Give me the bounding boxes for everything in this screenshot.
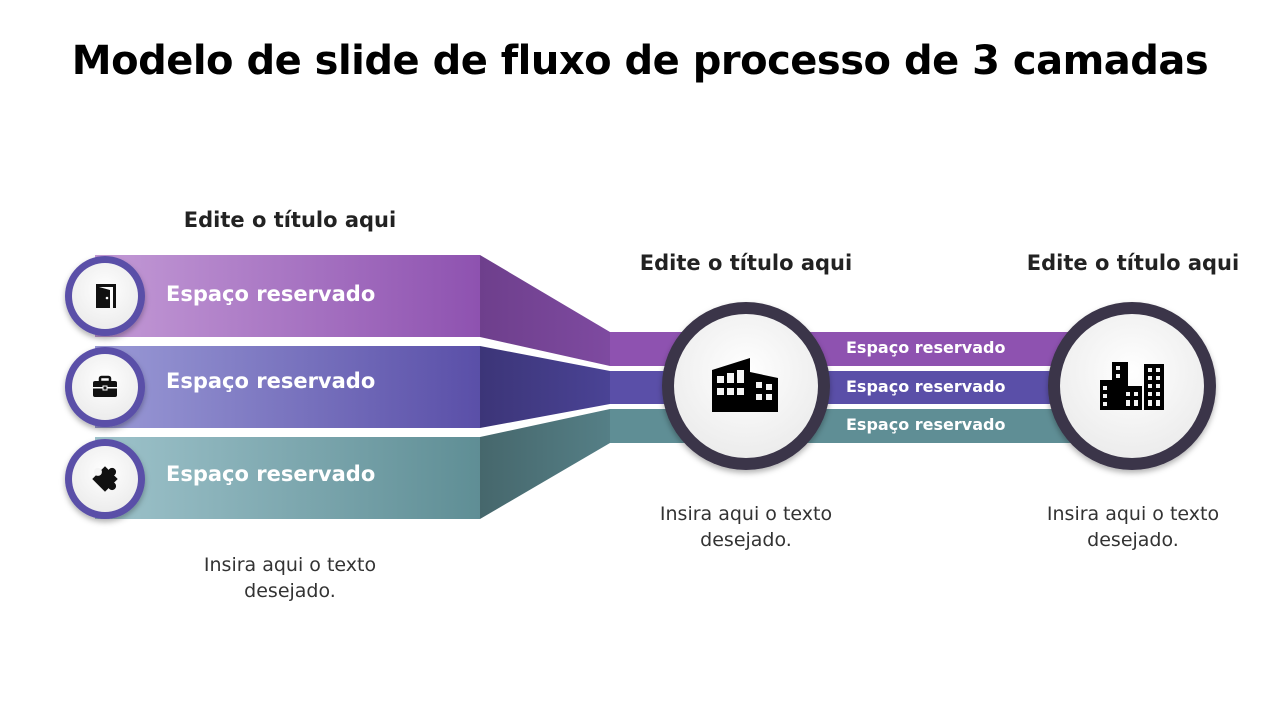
stage1-description-line1: Insira aqui o texto [203, 554, 377, 576]
stage3-heading: Edite o título aqui [1026, 251, 1240, 275]
connector-label-3: Espaço reservado [846, 415, 1006, 434]
stage1-band-label-1: Espaço reservado [166, 282, 376, 306]
connector-label-1: Espaço reservado [846, 338, 1006, 357]
stage3-description-line2: desejado. [1087, 529, 1179, 551]
stage1-heading: Edite o título aqui [183, 208, 397, 232]
stage2-heading: Edite o título aqui [639, 251, 853, 275]
stage2-description: Insira aqui o texto desejado. [596, 501, 896, 553]
stage3-description: Insira aqui o texto desejado. [983, 501, 1280, 553]
funnel-indigo [480, 346, 610, 428]
briefcase-icon [93, 375, 117, 397]
factory-icon [712, 358, 778, 412]
stage3-description-line1: Insira aqui o texto [1046, 503, 1220, 525]
stage1-description: Insira aqui o texto desejado. [140, 552, 440, 604]
city-buildings-icon [1100, 362, 1164, 410]
funnel-purple [480, 255, 610, 366]
band-teal [95, 437, 480, 519]
puzzle-icon [92, 466, 118, 492]
band-indigo [95, 346, 480, 428]
stage1-band-label-2: Espaço reservado [166, 369, 376, 393]
band-purple [95, 255, 480, 337]
stage2-description-line2: desejado. [700, 529, 792, 551]
stage1-band-label-3: Espaço reservado [166, 462, 376, 486]
stage1-description-line2: desejado. [244, 580, 336, 602]
slide-title: Modelo de slide de fluxo de processo de … [71, 38, 1209, 84]
stage2-description-line1: Insira aqui o texto [659, 503, 833, 525]
funnel-teal [480, 409, 610, 519]
door-icon [96, 284, 116, 308]
connector-label-2: Espaço reservado [846, 377, 1006, 396]
